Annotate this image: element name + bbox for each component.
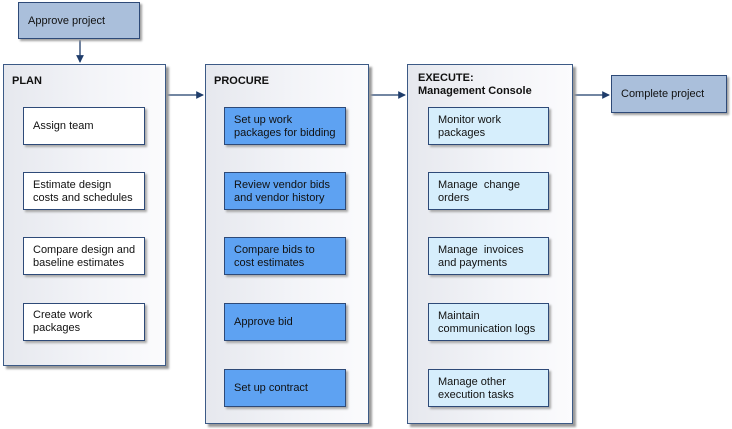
procure-step-label: Review vendor bids and vendor history: [234, 179, 330, 204]
execute-step-label: Maintain communication logs: [438, 310, 536, 335]
procure-step-label: Approve bid: [234, 315, 293, 328]
plan-step-label: Assign team: [33, 119, 94, 132]
plan-step-compare-estimates: Compare design and baseline estimates: [23, 237, 145, 275]
procure-step-setup-contract: Set up contract: [224, 369, 346, 407]
execute-step-other-tasks: Manage other execution tasks: [428, 369, 549, 407]
procure-step-label: Set up work packages for bidding: [234, 114, 336, 139]
plan-step-label: Estimate design costs and schedules: [33, 179, 133, 204]
plan-step-estimate-costs: Estimate design costs and schedules: [23, 172, 145, 210]
start-node: Approve project: [18, 2, 140, 39]
execute-step-label: Manage other execution tasks: [438, 376, 514, 401]
execute-step-label: Manage change orders: [438, 179, 524, 204]
execute-phase-subtitle: Management Console: [418, 85, 532, 97]
plan-phase-title: PLAN: [12, 75, 42, 87]
plan-step-assign-team: Assign team: [23, 107, 145, 145]
procure-phase-title: PROCURE: [214, 75, 270, 87]
execute-step-label: Manage invoices and payments: [438, 244, 527, 269]
procure-step-label: Set up contract: [234, 381, 308, 394]
end-node-label: Complete project: [621, 88, 705, 100]
procure-step-review-bids: Review vendor bids and vendor history: [224, 172, 346, 210]
execute-step-invoices: Manage invoices and payments: [428, 237, 549, 275]
execute-step-change-orders: Manage change orders: [428, 172, 549, 210]
procure-step-setup-packages: Set up work packages for bidding: [224, 107, 346, 145]
procure-step-compare-bids: Compare bids to cost estimates: [224, 237, 346, 275]
execute-step-communication-logs: Maintain communication logs: [428, 303, 549, 341]
plan-step-label: Compare design and baseline estimates: [33, 244, 136, 269]
execute-phase-title: EXECUTE:: [418, 72, 474, 84]
execute-step-label: Monitor work packages: [438, 114, 501, 139]
end-node: Complete project: [611, 75, 727, 113]
plan-step-label: Create work packages: [33, 309, 93, 334]
execute-step-monitor-packages: Monitor work packages: [428, 107, 549, 145]
procure-step-label: Compare bids to cost estimates: [234, 244, 315, 269]
plan-step-create-work-packages: Create work packages: [23, 303, 145, 341]
start-node-label: Approve project: [28, 14, 106, 27]
procure-step-approve-bid: Approve bid: [224, 303, 346, 341]
